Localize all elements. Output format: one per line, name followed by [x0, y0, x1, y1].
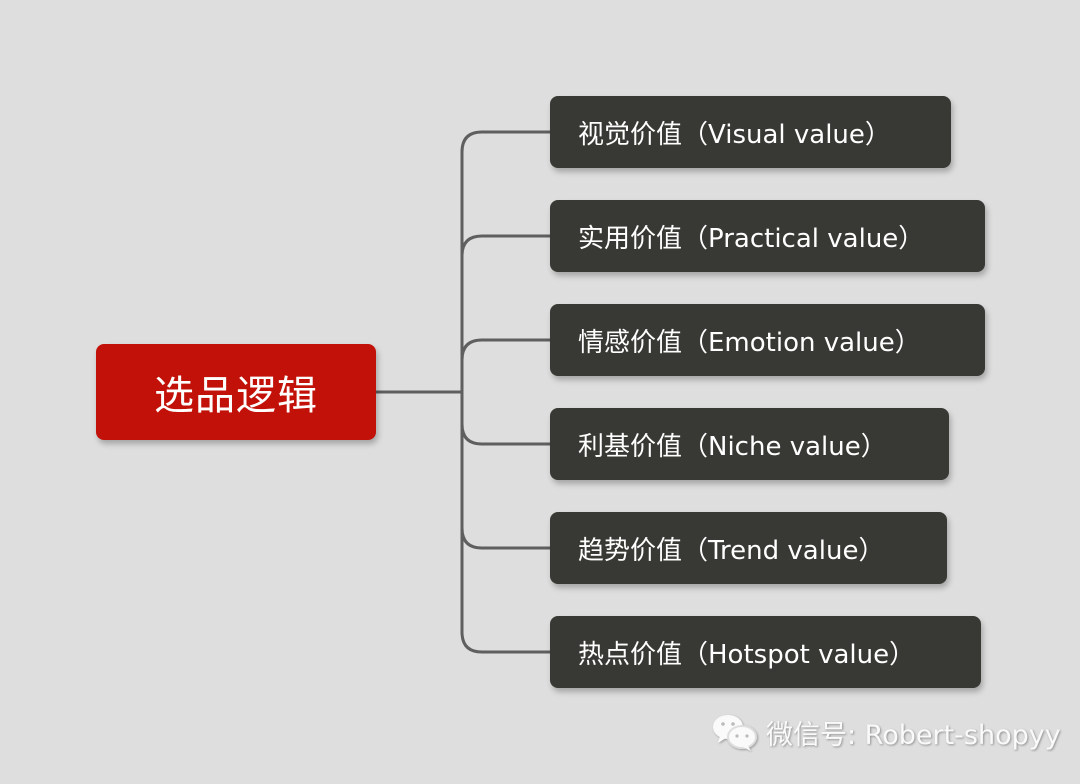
watermark-text: 微信号: Robert-shopyy	[766, 719, 1061, 751]
branch-node-trend: 趋势价值（Trend value）	[550, 512, 947, 584]
root-label: 选品逻辑	[154, 373, 318, 419]
branch-label: 利基价值（Niche value）	[578, 431, 887, 462]
branch-label: 视觉价值（Visual value）	[578, 119, 891, 150]
watermark: 微信号: Robert-shopyy	[712, 712, 1061, 752]
branch-node-niche: 利基价值（Niche value）	[550, 408, 949, 480]
branch-node-visual: 视觉价值（Visual value）	[550, 96, 951, 168]
wechat-icon	[713, 715, 757, 751]
root-node: 选品逻辑	[96, 344, 376, 440]
branch-label: 情感价值（Emotion value）	[578, 327, 921, 358]
branch-label: 实用价值（Practical value）	[578, 223, 925, 254]
branch-node-practical: 实用价值（Practical value）	[550, 200, 985, 272]
branch-node-emotion: 情感价值（Emotion value）	[550, 304, 985, 376]
branch-label: 热点价值（Hotspot value）	[578, 639, 916, 670]
branch-label: 趋势价值（Trend value）	[578, 535, 885, 566]
branch-node-hotspot: 热点价值（Hotspot value）	[550, 616, 981, 688]
